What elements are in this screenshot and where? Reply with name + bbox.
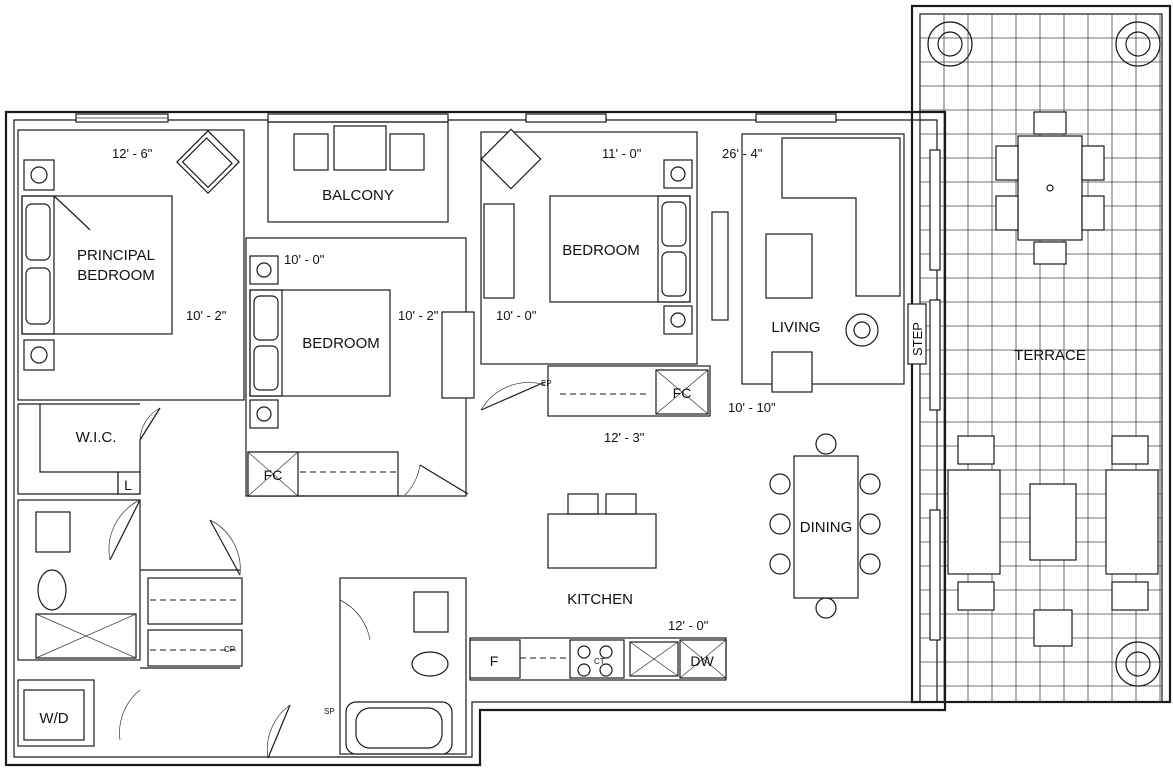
terrace-label: TERRACE (1014, 347, 1086, 364)
dining-label: DINING (800, 519, 853, 536)
dim-bedroom-top-depth: 10' - 0" (496, 308, 537, 323)
ep-label: EP (541, 379, 552, 388)
fridge-label: F (490, 653, 499, 669)
cp-label: CP (224, 645, 235, 654)
dim-bedroom-top-width: 11' - 0" (602, 146, 642, 161)
main-bath (345, 591, 453, 755)
kitchen-label: KITCHEN (567, 591, 633, 608)
principal-bedroom-label-2: BEDROOM (77, 267, 155, 284)
closet-top (547, 365, 711, 417)
dim-principal-width: 12' - 6" (112, 146, 153, 161)
step-box (907, 303, 927, 365)
washer-dryer (23, 689, 85, 741)
fc-mid-label: FC (264, 467, 283, 483)
wic-label: W.I.C. (76, 429, 117, 446)
terrace (910, 4, 1172, 704)
dim-bedroom-mid-width: 10' - 0" (284, 252, 325, 267)
cooktop-label: CT (594, 657, 605, 666)
terrace-furniture (927, 21, 1161, 687)
closet-mid (247, 451, 399, 497)
dim-kitchen-width: 12' - 0" (668, 618, 709, 633)
principal-bedroom-label: PRINCIPAL (77, 247, 155, 264)
balcony-label: BALCONY (322, 187, 394, 204)
dishwasher-label: DW (690, 653, 714, 669)
bedroom-top-label: BEDROOM (562, 242, 640, 259)
armchair (176, 130, 240, 194)
kitchen-appliances (469, 639, 727, 679)
middle-bed (249, 255, 475, 429)
wd-label: W/D (39, 710, 68, 727)
left-bath (35, 511, 243, 667)
dining-label-bg (796, 510, 856, 542)
principal-bed (21, 195, 173, 335)
living-label: LIVING (771, 319, 820, 336)
fc-top-label: FC (673, 385, 692, 401)
kitchen-island (547, 493, 657, 569)
bedroom-mid-label: BEDROOM (302, 335, 380, 352)
nightstand (23, 159, 55, 371)
dim-living-depth: 10' - 10" (728, 400, 776, 415)
dim-bedroom-mid-depth: 10' - 2" (398, 308, 439, 323)
step-label: STEP (910, 322, 925, 356)
balcony-furniture (293, 125, 425, 171)
exterior-walls (4, 110, 947, 767)
dim-principal-depth: 10' - 2" (186, 308, 227, 323)
linen-box (117, 471, 141, 495)
door-swings (108, 381, 546, 759)
living-furniture (711, 137, 901, 393)
dim-bedroom-top-closet: 12' - 3" (604, 430, 645, 445)
sp-label: SP (324, 707, 335, 716)
top-bed (480, 128, 693, 335)
dim-living-width: 26' - 4" (722, 146, 763, 161)
interior-walls (17, 121, 905, 755)
linen-label: L (124, 477, 132, 493)
